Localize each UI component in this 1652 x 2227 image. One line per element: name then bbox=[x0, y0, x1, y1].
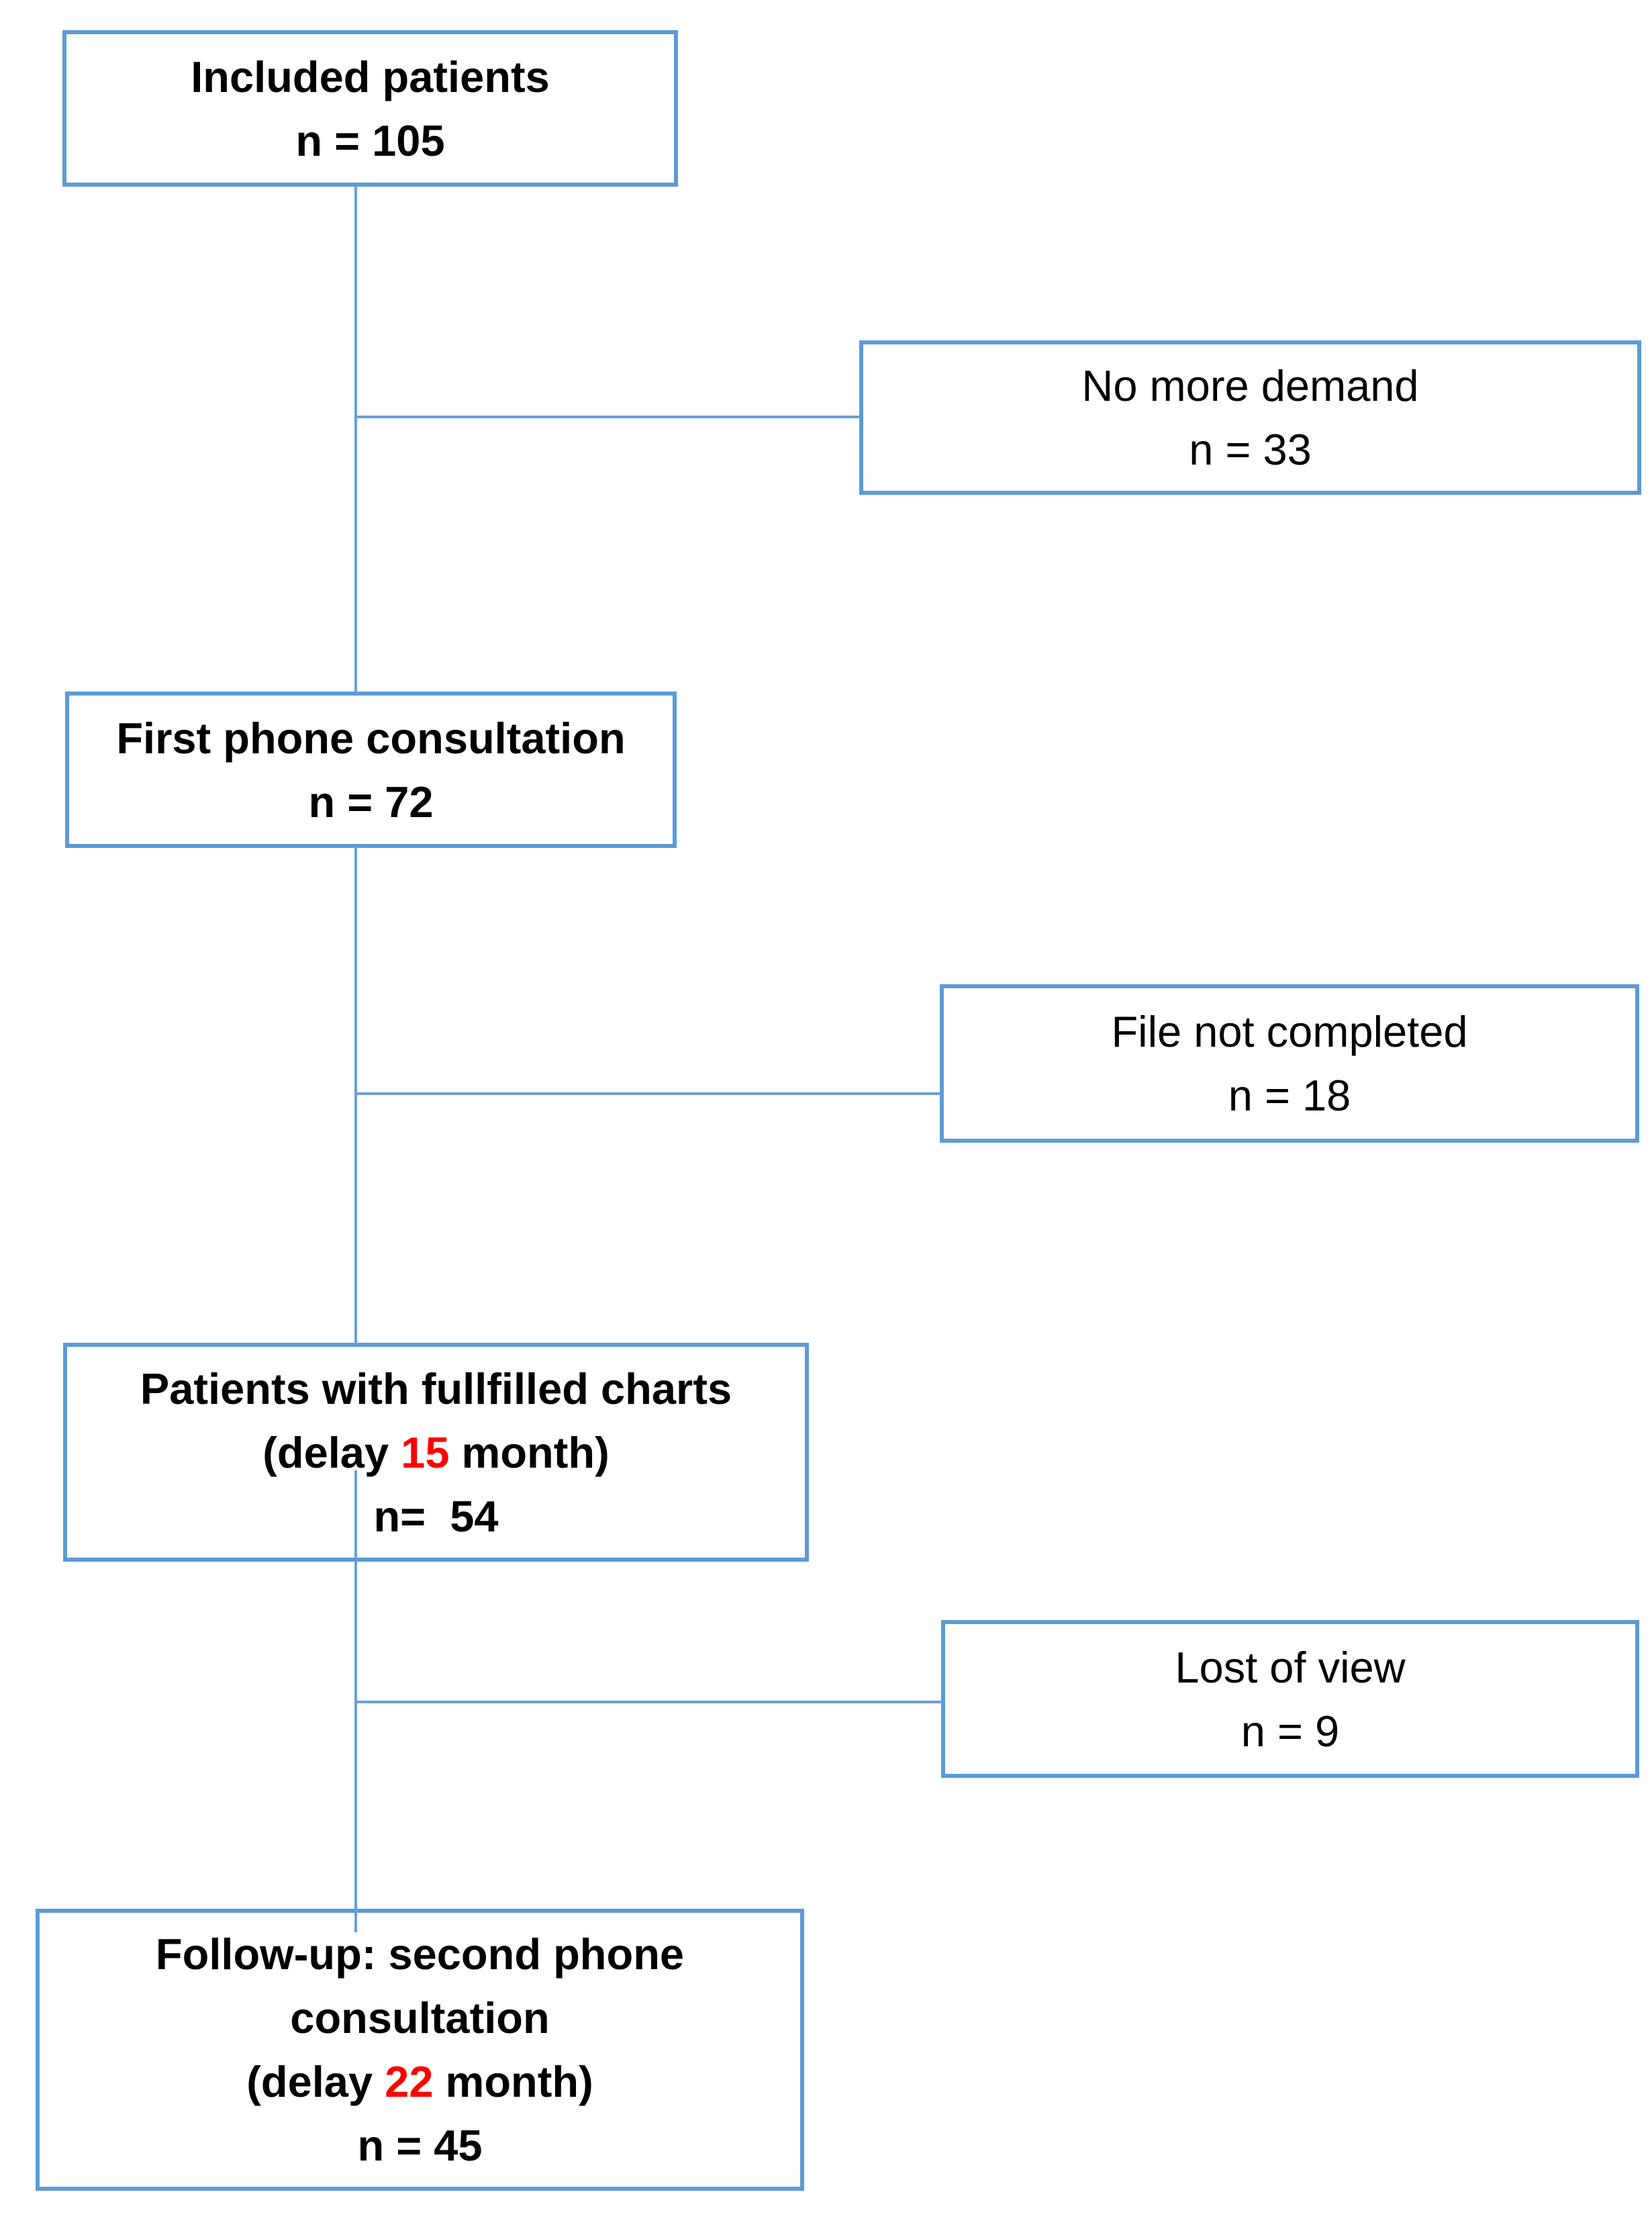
box-first-phone-consultation: First phone consultation n = 72 bbox=[65, 692, 677, 848]
box-count: n = 18 bbox=[1228, 1071, 1351, 1120]
box-included-patients: Included patients n = 105 bbox=[62, 30, 678, 187]
box-count: n = 45 bbox=[357, 2121, 483, 2170]
box-title: First phone consultation bbox=[116, 713, 626, 763]
delay-value-red: 22 bbox=[385, 2057, 434, 2106]
box-count: n = 105 bbox=[295, 115, 445, 165]
box-count: n = 9 bbox=[1241, 1706, 1340, 1756]
delay-text-pre: (delay bbox=[246, 2057, 385, 2106]
box-title: File not completed bbox=[1111, 1007, 1468, 1056]
box-no-more-demand: No more demand n = 33 bbox=[859, 340, 1641, 495]
delay-value-red: 15 bbox=[401, 1427, 450, 1477]
box-fulfilled-charts: Patients with fullfilled charts (delay 1… bbox=[63, 1343, 809, 1562]
box-title-line1: Follow-up: second phone bbox=[155, 1930, 685, 1979]
box-title-line2: consultation bbox=[290, 1993, 550, 2042]
branch-to-file-not-completed bbox=[356, 1092, 941, 1095]
delay-text-pre: (delay bbox=[262, 1427, 401, 1477]
branch-to-no-more-demand bbox=[356, 416, 861, 418]
box-follow-up: Follow-up: second phone consultation (de… bbox=[36, 1909, 804, 2191]
connector-included-to-first-phone bbox=[354, 187, 357, 693]
box-title: Included patients bbox=[191, 52, 550, 101]
box-file-not-completed: File not completed n = 18 bbox=[940, 984, 1639, 1143]
delay-text-post: month) bbox=[449, 1427, 610, 1477]
branch-to-lost-of-view bbox=[356, 1701, 942, 1703]
box-delay-line: (delay 15 month) bbox=[262, 1421, 610, 1484]
box-title: No more demand bbox=[1081, 361, 1419, 410]
box-count: n = 33 bbox=[1189, 425, 1312, 474]
delay-text-post: month) bbox=[433, 2057, 593, 2106]
box-lost-of-view: Lost of view n = 9 bbox=[941, 1620, 1639, 1778]
box-count: n= 54 bbox=[373, 1491, 499, 1541]
box-title: Lost of view bbox=[1175, 1642, 1406, 1692]
box-delay-line: (delay 22 month) bbox=[246, 2050, 593, 2114]
box-count: n = 72 bbox=[308, 777, 434, 826]
connector-first-phone-to-fulfilled-charts bbox=[354, 847, 357, 1344]
box-title: Patients with fullfilled charts bbox=[140, 1364, 732, 1413]
